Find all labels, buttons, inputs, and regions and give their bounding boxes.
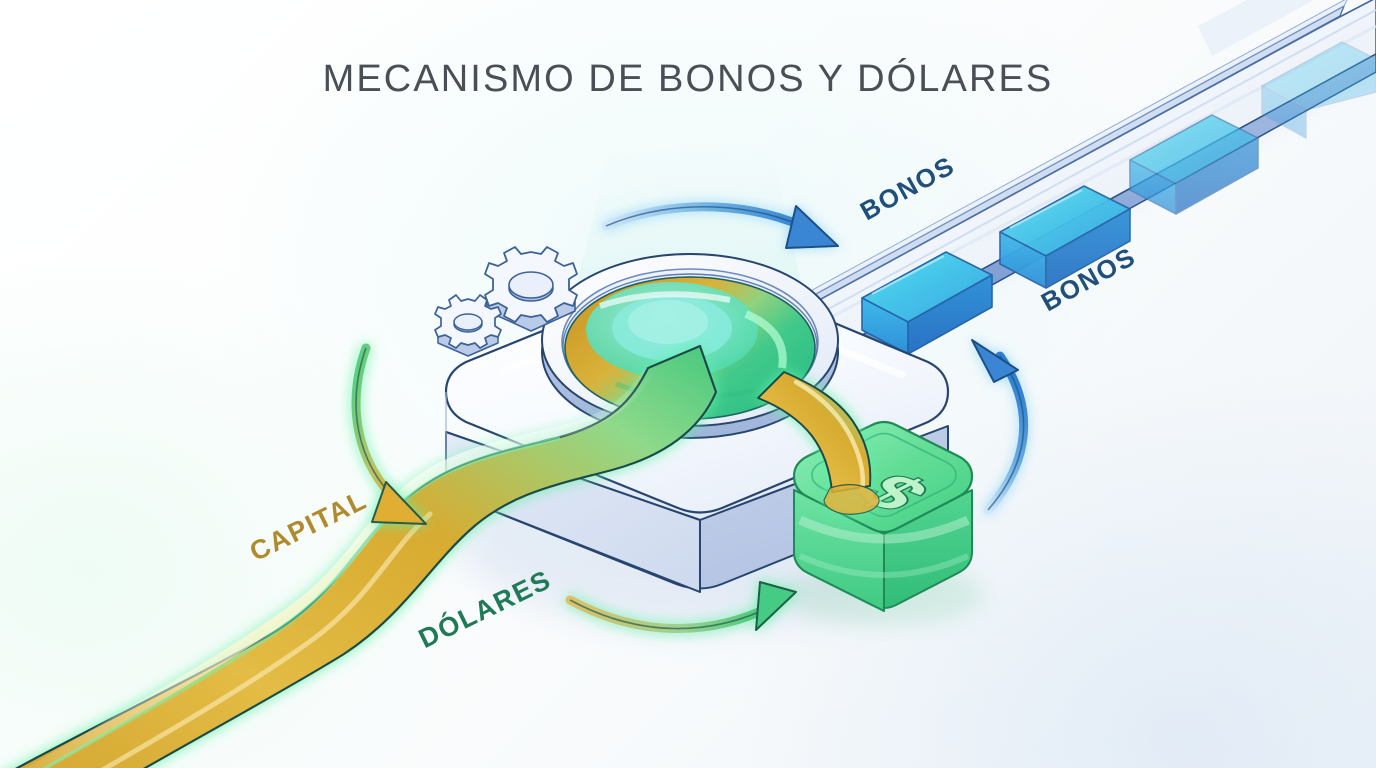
bond-box (861, 251, 993, 355)
dolares-arrow (565, 581, 797, 633)
bonos-return-arrow (971, 339, 1029, 515)
capital-arrow (351, 343, 427, 525)
bonos-out-arrow (601, 202, 839, 249)
bond-box (1261, 41, 1376, 139)
dollar-stream (757, 371, 880, 515)
gear-large-icon (484, 246, 578, 332)
basin-liquid (564, 276, 816, 420)
money-box: $ (784, 420, 984, 627)
conveyor-far-fade (1198, 0, 1315, 56)
bond-conveyor-belt (785, 0, 1376, 377)
bond-box (999, 185, 1131, 289)
page-title: MECANISMO DE BONOS Y DÓLARES (322, 58, 1054, 100)
gear-small-icon (434, 294, 502, 357)
bond-box (1129, 114, 1259, 215)
